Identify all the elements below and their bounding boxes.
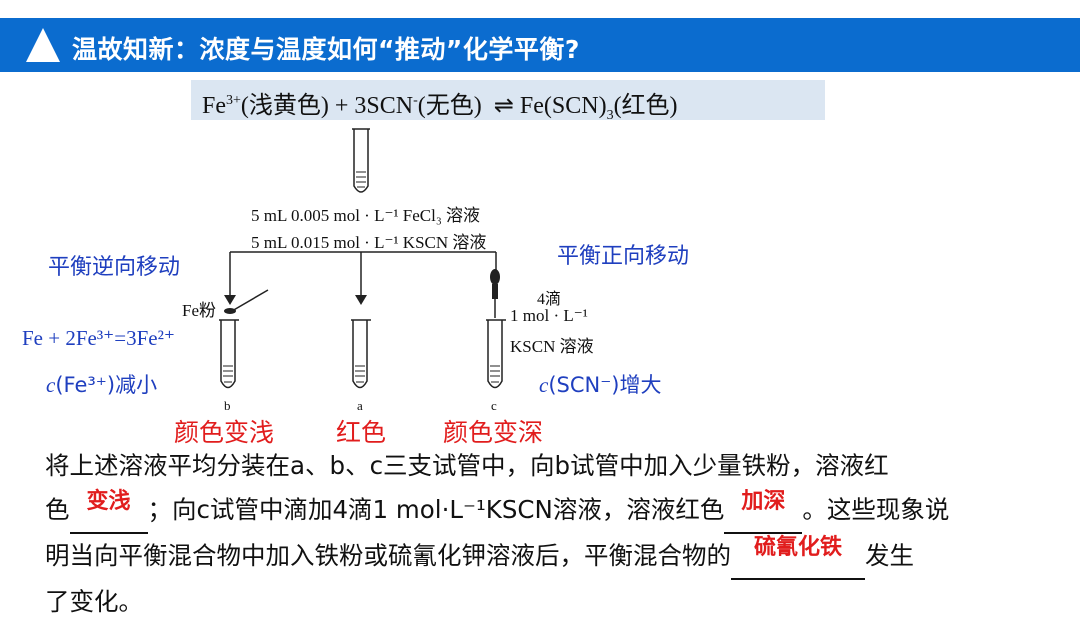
text-line-2: 色变浅 ；向c试管中滴加4滴1 mol·L⁻¹KSCN溶液，溶液红色加深 。这些…	[45, 488, 1045, 534]
drops-label: 4滴	[537, 291, 562, 308]
chemical-equation: Fe3+(浅黄色) + 3SCN-(无色) ⇌ Fe(SCN)3(红色)	[202, 93, 678, 123]
test-tube-a	[351, 319, 371, 389]
reaction-label: Fe + 2Fe³⁺=3Fe²⁺	[22, 326, 175, 350]
scn-increase-label: c(SCN⁻)增大	[539, 373, 662, 397]
tube-a-label: a	[357, 398, 363, 413]
equation-box	[191, 80, 825, 120]
fe3-decrease-label: c(Fe³⁺)减小	[46, 373, 158, 397]
conc-label: 1 mol · L⁻¹	[510, 306, 588, 325]
test-tube-b	[219, 319, 239, 389]
triangle-icon	[26, 28, 60, 62]
answer-blank-2: 加深	[724, 488, 803, 534]
color-b-label: 颜色变浅	[174, 418, 275, 447]
fe-powder-label: Fe粉	[182, 301, 216, 320]
color-a-label: 红色	[336, 418, 387, 447]
text-line-4: 了变化。	[45, 587, 143, 616]
reagent-line-2: 5 mL 0.015 mol · L⁻¹ KSCN 溶液	[251, 233, 487, 252]
arrow-down-icon	[224, 295, 236, 305]
test-tube-c	[486, 319, 506, 389]
kscn-label: KSCN 溶液	[510, 337, 594, 356]
title-banner: 温故知新：浓度与温度如何“推动”化学平衡?	[0, 18, 1080, 72]
dropper-icon	[490, 269, 500, 299]
arrow-down-icon	[355, 295, 367, 305]
tube-c-label: c	[491, 398, 497, 413]
top-test-tube	[352, 128, 370, 193]
tube-b-label: b	[224, 398, 231, 413]
text-line-3: 明当向平衡混合物中加入铁粉或硫氰化钾溶液后，平衡混合物的硫氰化铁 发生	[45, 534, 1045, 580]
question-text: 将上述溶液平均分装在a、b、c三支试管中，向b试管中加入少量铁粉，溶液红 色变浅…	[45, 444, 1045, 624]
reagent-line-1: 5 mL 0.005 mol · L⁻¹ FeCl₃ 溶液	[251, 206, 481, 225]
text-line-1: 将上述溶液平均分装在a、b、c三支试管中，向b试管中加入少量铁粉，溶液红	[45, 451, 889, 480]
experiment-diagram	[219, 128, 506, 389]
answer-blank-3: 硫氰化铁	[731, 534, 865, 580]
left-shift-label: 平衡逆向移动	[48, 255, 181, 280]
answer-blank-1: 变浅	[69, 488, 148, 534]
color-c-label: 颜色变深	[443, 418, 544, 447]
right-shift-label: 平衡正向移动	[557, 244, 690, 269]
page-title: 温故知新：浓度与温度如何“推动”化学平衡?	[72, 35, 580, 64]
fe-powder-pile	[224, 308, 236, 314]
